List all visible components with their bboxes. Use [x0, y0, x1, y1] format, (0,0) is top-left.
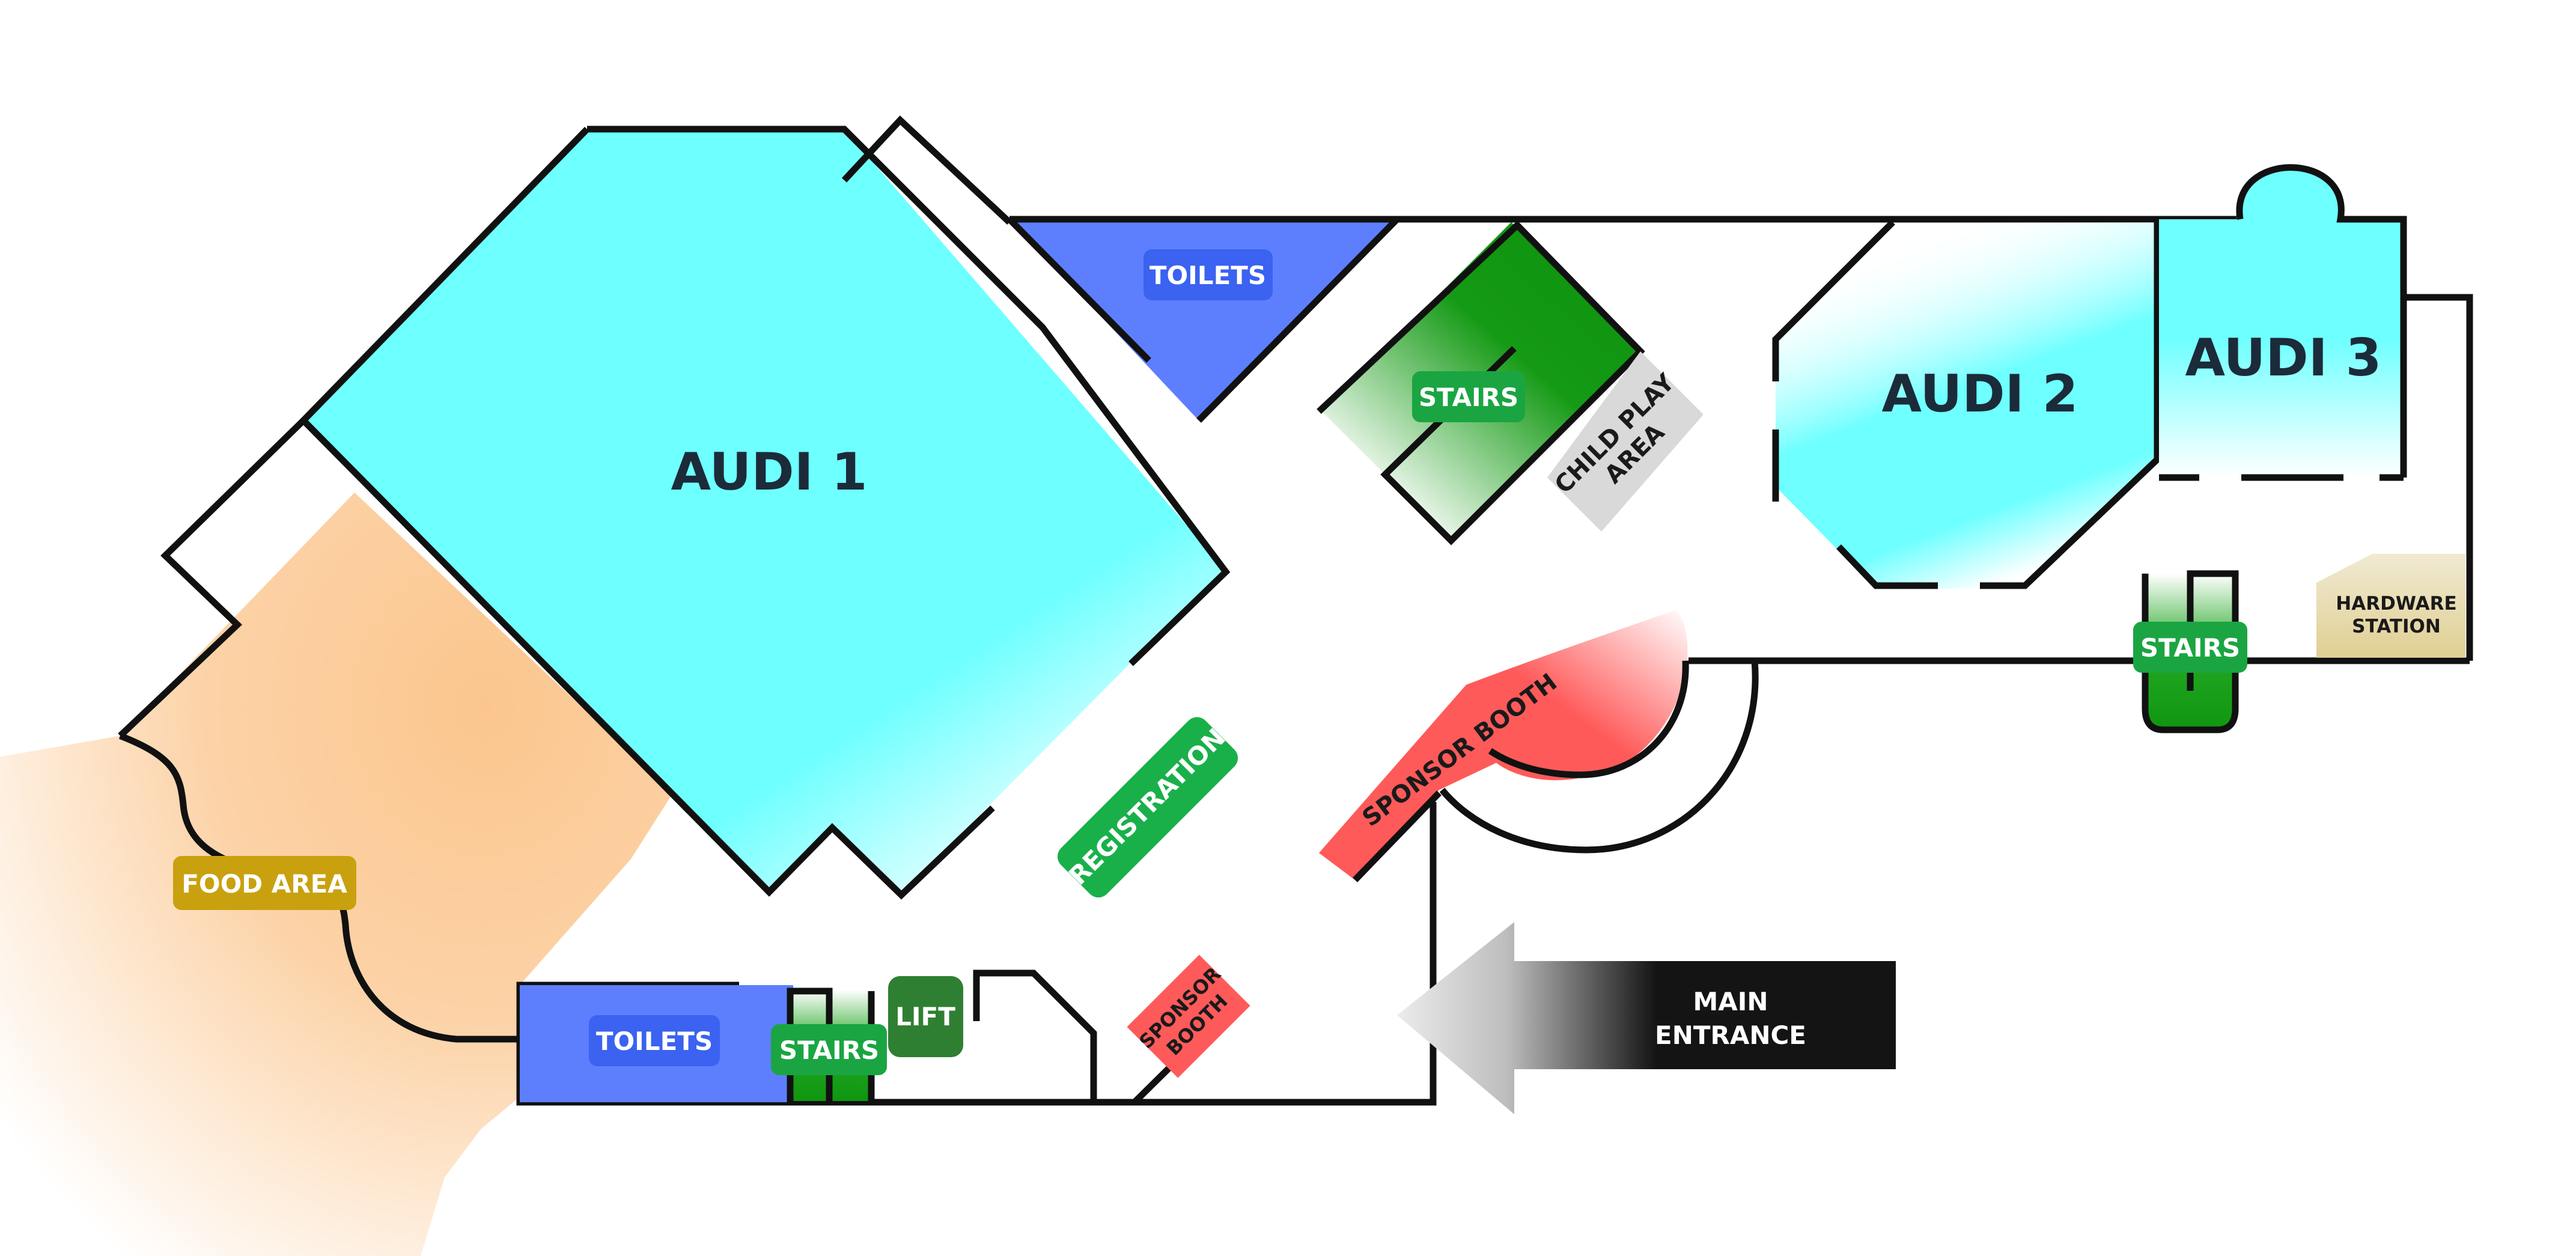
child-play-area[interactable]	[1547, 351, 1704, 532]
stairs-right-badge: STAIRS	[2133, 622, 2247, 673]
food-area-label: FOOD AREA	[181, 869, 347, 899]
svg-text:MAIN: MAIN	[1693, 987, 1768, 1016]
main-entrance-label: MAIN ENTRANCE	[1655, 987, 1806, 1050]
audi-1-room[interactable]	[299, 126, 1231, 900]
audi-3-label: AUDI 3	[2185, 328, 2382, 388]
audi-2-label: AUDI 2	[1882, 364, 2078, 424]
registration-label: REGISTRATION	[1063, 723, 1231, 891]
wall-segment	[973, 969, 1097, 1102]
lift[interactable]	[888, 976, 963, 1057]
audi-3-room[interactable]	[2159, 164, 2473, 661]
toilets-bottom-badge: TOILETS	[589, 1015, 720, 1066]
main-entrance[interactable]	[1397, 922, 1896, 1114]
svg-text:ENTRANCE: ENTRANCE	[1655, 1021, 1806, 1050]
toilets-top-label: TOILETS	[1149, 261, 1266, 290]
wall-segment	[841, 115, 1012, 225]
wall-segment	[118, 418, 306, 738]
toilets-top[interactable]	[1007, 217, 1399, 423]
hardware-station-label: HARDWARE STATION	[2336, 593, 2456, 637]
audi-2-room[interactable]	[1772, 219, 2161, 589]
stairs-center-label: STAIRS	[1419, 383, 1518, 412]
svg-text:STATION: STATION	[2352, 616, 2441, 637]
hardware-station[interactable]	[2316, 554, 2465, 658]
stairs-center-badge: STAIRS	[1412, 371, 1525, 422]
stairs-right-label: STAIRS	[2140, 633, 2240, 663]
svg-text:HARDWARE: HARDWARE	[2336, 593, 2456, 614]
food-area-badge: FOOD AREA	[173, 856, 356, 910]
sponsor-booth-large[interactable]	[1319, 610, 1759, 882]
sponsor-booth-small[interactable]	[1127, 954, 1250, 1078]
audi-1-label: AUDI 1	[671, 442, 868, 502]
toilets-bottom-label: TOILETS	[596, 1027, 713, 1056]
lift-label: LIFT	[895, 1002, 955, 1031]
registration-desk[interactable]	[1053, 712, 1243, 903]
stairs-bottom-label: STAIRS	[779, 1036, 879, 1065]
stairs-bottom-badge: STAIRS	[771, 1024, 887, 1075]
toilets-top-badge: TOILETS	[1143, 249, 1273, 300]
